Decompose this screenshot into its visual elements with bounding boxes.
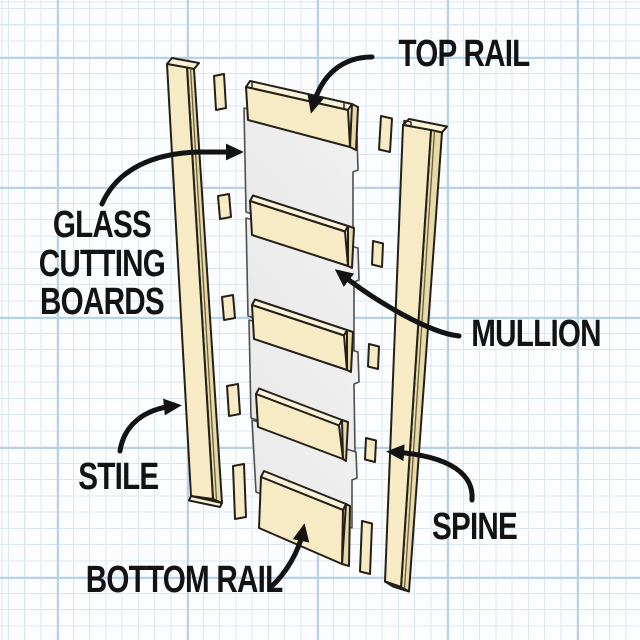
spine-right-2 <box>371 240 384 268</box>
glass-cutting-boards-arrow <box>99 143 244 207</box>
mullion-1 <box>249 194 355 269</box>
spines-left <box>213 73 247 520</box>
spine-left-1 <box>213 73 227 111</box>
top-rail-arrow <box>307 54 375 114</box>
spine-label: SPINE <box>432 506 518 548</box>
spine-right-1 <box>378 115 393 153</box>
stile-label: STILE <box>77 456 159 498</box>
spine-left-4 <box>226 383 241 417</box>
mullion-2 <box>251 298 354 373</box>
bottom-rail-arrow <box>268 523 310 590</box>
mullion-3 <box>255 387 349 462</box>
spine-left-2 <box>217 193 232 220</box>
glass-label-line-1: GLASS <box>52 204 152 246</box>
spine-arrow <box>386 444 475 503</box>
left-stile <box>166 57 223 508</box>
right-stile <box>384 118 448 593</box>
spine-left-3 <box>221 294 236 321</box>
spine-left-5 <box>232 463 247 520</box>
spine-right-4 <box>364 437 377 463</box>
spine-right-5 <box>359 520 373 575</box>
mullion-label: MULLION <box>471 313 601 355</box>
top-rail <box>245 80 359 151</box>
glass-label-line-3: BOARDS <box>40 281 165 323</box>
mullion-arrow <box>334 269 462 339</box>
bottom-rail <box>258 470 351 567</box>
spine-right-3 <box>367 343 380 370</box>
top-rail-label: TOP RAIL <box>398 33 530 75</box>
glass-label-line-2: CUTTING <box>38 242 166 285</box>
spines-right <box>359 115 393 575</box>
glass-cutting-boards-label: GLASS CUTTING BOARDS <box>12 206 192 322</box>
bottom-rail-label: BOTTOM RAIL <box>85 559 283 601</box>
stile-arrow <box>117 398 182 454</box>
